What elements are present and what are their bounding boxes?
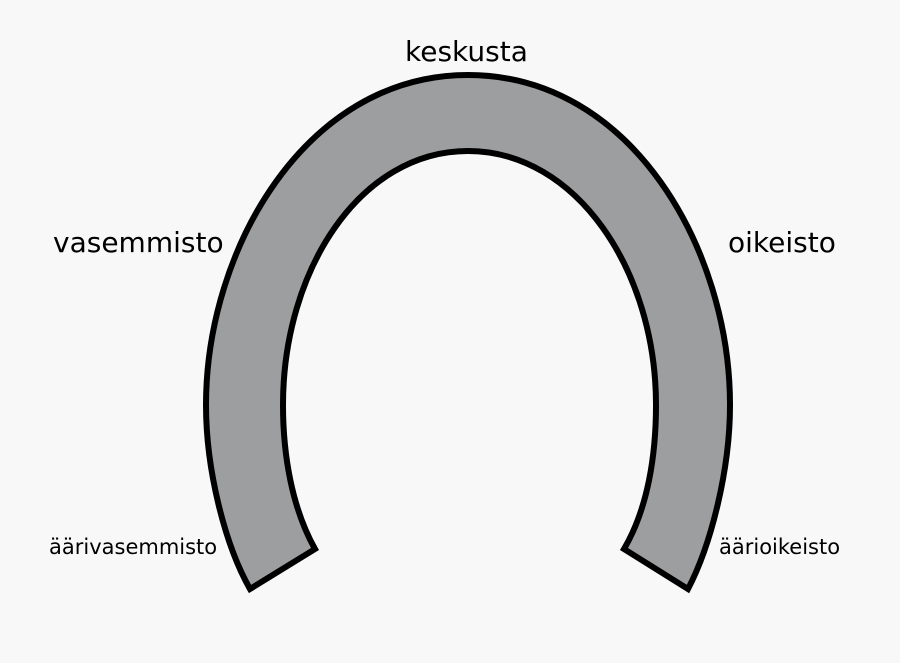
label-right: oikeisto xyxy=(728,226,836,259)
label-center: keskusta xyxy=(405,35,528,68)
label-far-left: äärivasemmisto xyxy=(49,535,218,559)
label-far-right: äärioikeisto xyxy=(719,535,841,559)
label-left: vasemmisto xyxy=(53,226,224,259)
horseshoe-band xyxy=(202,71,734,594)
